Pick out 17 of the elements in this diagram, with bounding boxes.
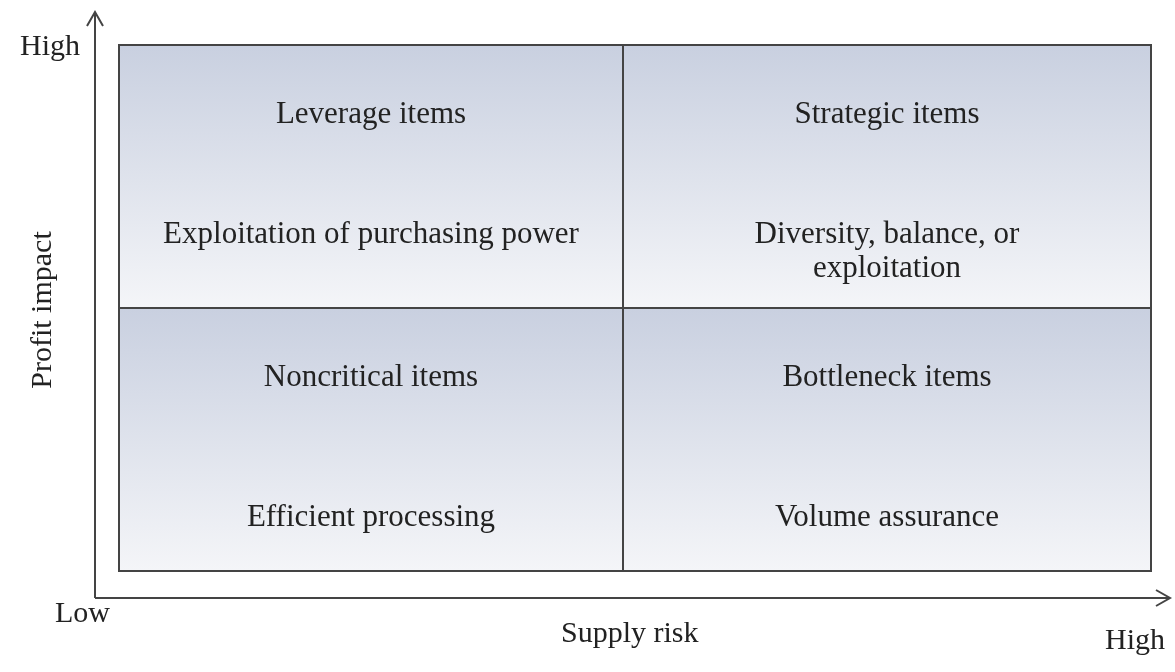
axis-tick-label: High	[1105, 622, 1165, 656]
quadrant-box	[622, 307, 1152, 572]
quadrant-box	[622, 44, 1152, 309]
quadrant-description: Volume assurance	[774, 499, 1000, 533]
quadrant-title: Strategic items	[794, 96, 980, 130]
quadrant-box	[118, 307, 624, 572]
axis-tick-label: Low	[55, 595, 110, 629]
quadrant-title: Noncritical items	[263, 359, 479, 393]
quadrant-title: Bottleneck items	[782, 359, 992, 393]
axis-title: Supply risk	[561, 615, 699, 649]
quadrant-title: Leverage items	[275, 96, 467, 130]
quadrant-description: Exploitation of purchasing power	[163, 216, 579, 250]
quadrant-description: Diversity, balance, or exploitation	[753, 216, 1021, 284]
axis-tick-label: High	[20, 28, 80, 62]
quadrant-description: Efficient processing	[246, 499, 496, 533]
quadrant-box	[118, 44, 624, 309]
axis-title: Profit impact	[23, 231, 58, 389]
